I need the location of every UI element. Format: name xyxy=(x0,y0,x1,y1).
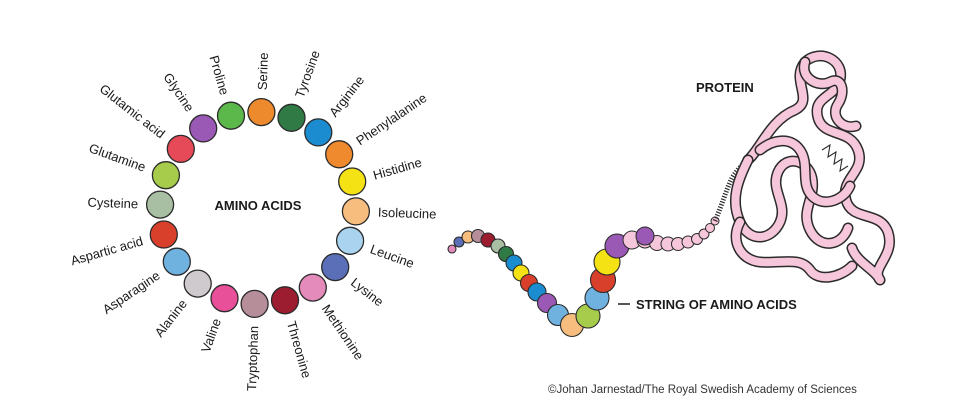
amino-acid-label-glutamine: Glutamine xyxy=(87,140,148,174)
amino-acid-label-histidine: Histidine xyxy=(371,155,423,183)
protein-illustration xyxy=(729,50,895,286)
amino-acid-label-glutamic-acid: Glutamic acid xyxy=(97,81,168,141)
amino-acid-label-tyrosine: Tyrosine xyxy=(292,48,323,99)
protein-helix-detail xyxy=(821,143,849,173)
protein-ribbon xyxy=(800,58,860,131)
amino-acid-label-cysteine: Cysteine xyxy=(87,195,138,212)
amino-acid-glycine xyxy=(189,114,218,143)
amino-acid-proline xyxy=(216,101,246,130)
amino-acid-tryptophan xyxy=(240,289,269,319)
image-credit: ©Johan Jarnestad/The Royal Swedish Acade… xyxy=(548,384,857,396)
amino-acid-label-leucine: Leucine xyxy=(368,241,416,271)
ring-title: AMINO ACIDS xyxy=(215,198,302,213)
amino-acid-label-arginine: Arginine xyxy=(326,73,367,120)
amino-acid-valine xyxy=(210,284,239,313)
protein-label: PROTEIN xyxy=(696,80,754,95)
amino-acid-threonine xyxy=(270,286,300,315)
amino-acid-label-valine: Valine xyxy=(198,316,224,354)
amino-acid-label-glycine: Glycine xyxy=(160,70,197,114)
amino-acid-alanine xyxy=(183,269,212,298)
chain-bead xyxy=(447,244,457,254)
chain-linker xyxy=(712,158,750,223)
amino-acid-label-tryptophan: Tryptophan xyxy=(244,326,261,392)
amino-acid-cysteine xyxy=(145,190,175,219)
amino-acid-label-methionine: Methionine xyxy=(319,302,367,363)
chain-tail-bead xyxy=(705,223,715,233)
amino-acid-label-serine: Serine xyxy=(255,52,271,90)
chain-bead xyxy=(635,226,655,246)
string-label: STRING OF AMINO ACIDS xyxy=(636,297,797,312)
amino-acid-label-aspartic-acid: Aspartic acid xyxy=(69,233,145,268)
amino-acid-histidine xyxy=(338,167,367,196)
amino-acid-asparagine xyxy=(162,247,191,276)
amino-acid-aspartic-acid xyxy=(149,220,178,249)
protein-ribbon xyxy=(744,52,894,284)
amino-acid-label-lysine: Lysine xyxy=(348,275,386,310)
amino-acid-leucine xyxy=(335,226,365,255)
amino-acid-label-alanine: Alanine xyxy=(151,296,190,339)
protein-ribbon xyxy=(732,218,856,282)
amino-acid-tyrosine xyxy=(277,103,306,132)
amino-acid-label-threonine: Threonine xyxy=(284,319,315,379)
amino-acid-serine xyxy=(247,97,276,127)
amino-acid-chain xyxy=(447,158,750,338)
amino-acid-phenylalanine xyxy=(325,140,354,169)
amino-acid-arginine xyxy=(304,118,333,147)
amino-acid-lysine xyxy=(321,252,350,282)
amino-acid-glutamine xyxy=(151,161,181,190)
protein-ribbon xyxy=(756,137,854,206)
amino-acid-methionine xyxy=(298,273,327,302)
amino-acid-glutamic-acid xyxy=(166,134,195,164)
amino-acid-label-asparagine: Asparagine xyxy=(100,268,163,317)
amino-acid-isoleucine xyxy=(341,197,371,226)
amino-acid-label-proline: Proline xyxy=(207,54,233,97)
amino-acid-label-isoleucine: Isoleucine xyxy=(378,205,437,222)
amino-acid-label-phenylalanine: Phenylalanine xyxy=(353,90,429,148)
